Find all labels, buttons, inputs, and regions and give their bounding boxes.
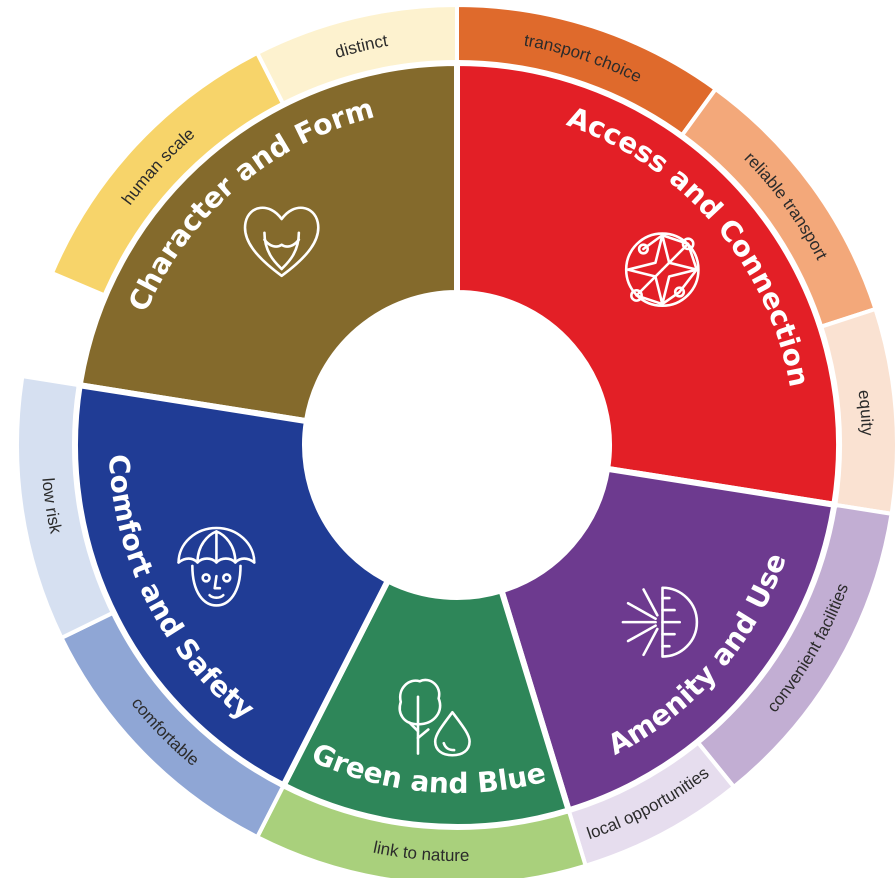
compass-network-icon — [624, 232, 700, 308]
heart-face-icon — [243, 206, 320, 278]
umbrella-face-icon — [177, 526, 256, 607]
tree-water-drop-icon — [398, 678, 471, 757]
center-hole — [305, 293, 609, 597]
sun-dial-icon — [621, 586, 699, 658]
outer-label-equity: equity — [854, 389, 877, 437]
